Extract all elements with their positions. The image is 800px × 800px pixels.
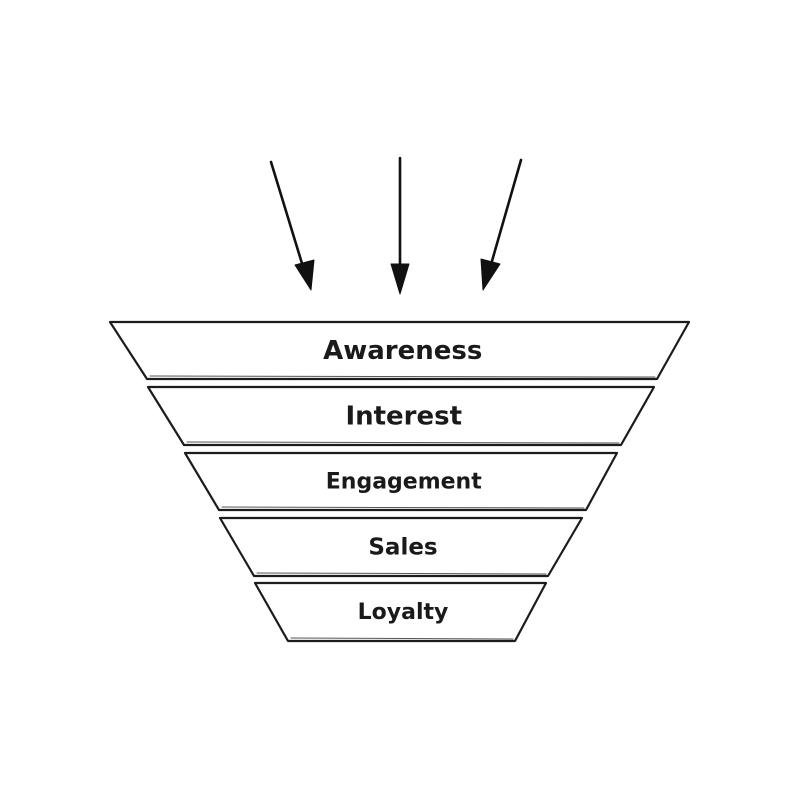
funnel-band: [253, 581, 548, 643]
funnel-stage-label: Loyalty: [358, 600, 449, 625]
arrow-left: [269, 160, 315, 291]
funnel-stage-label: Sales: [368, 535, 437, 561]
funnel-band: [183, 451, 619, 512]
funnel-band: [218, 516, 584, 578]
funnel-stage-label: Interest: [345, 402, 462, 432]
funnel-band: [146, 385, 656, 447]
arrow-center: [390, 156, 410, 295]
incoming-arrows: [269, 156, 523, 295]
funnel-stage-label: Awareness: [323, 336, 482, 366]
arrow-right: [480, 158, 523, 291]
funnel-band-sketch-line: [256, 572, 547, 575]
funnel-stage-engagement: Engagement: [183, 451, 619, 512]
funnel-band-sketch-line: [186, 441, 620, 444]
funnel-band: [108, 320, 691, 381]
funnel-stage-sales: Sales: [218, 516, 584, 578]
funnel-stage-awareness: Awareness: [108, 320, 691, 381]
funnel-band-sketch-line: [221, 506, 585, 509]
funnel-stage-label: Engagement: [326, 470, 482, 495]
funnel-band-sketch-line: [149, 375, 656, 378]
funnel-stage-loyalty: Loyalty: [253, 581, 548, 643]
funnel-stage-interest: Interest: [146, 385, 656, 447]
funnel-band-sketch-line: [290, 637, 514, 640]
